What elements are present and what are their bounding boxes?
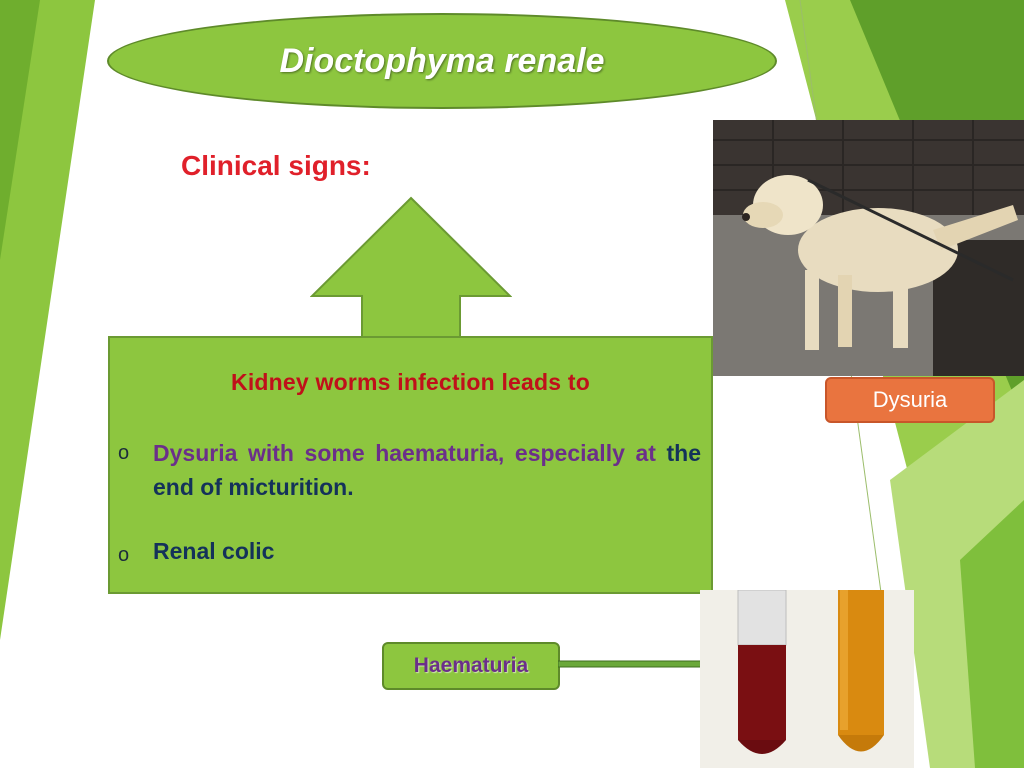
box-heading: Kidney worms infection leads to bbox=[231, 369, 590, 395]
sign-item-dysuria: Dysuria with some haematuria, especially… bbox=[153, 436, 701, 504]
sign-dysuria-text: Dysuria with some haematuria, especially… bbox=[153, 440, 656, 466]
subtitle: Clinical signs: bbox=[181, 150, 371, 181]
urine-tubes-photo bbox=[700, 590, 914, 768]
slide-title: Dioctophyma renale bbox=[279, 41, 605, 80]
haematuria-label: Haematuria bbox=[382, 642, 560, 690]
title-banner: Dioctophyma renale bbox=[107, 13, 777, 109]
dog-dysuria-photo bbox=[713, 120, 1024, 376]
sign-dysuria-end: the end of micturition. bbox=[153, 440, 702, 500]
bullet-icon: o bbox=[118, 544, 130, 566]
up-arrow-icon bbox=[310, 196, 512, 341]
bullet-icon: o bbox=[118, 442, 130, 464]
dysuria-label: Dysuria bbox=[825, 377, 995, 423]
clinical-signs-box: Kidney worms infection leads to o Dysuri… bbox=[108, 336, 713, 594]
sign-item-renal-colic: Renal colic bbox=[153, 538, 275, 564]
